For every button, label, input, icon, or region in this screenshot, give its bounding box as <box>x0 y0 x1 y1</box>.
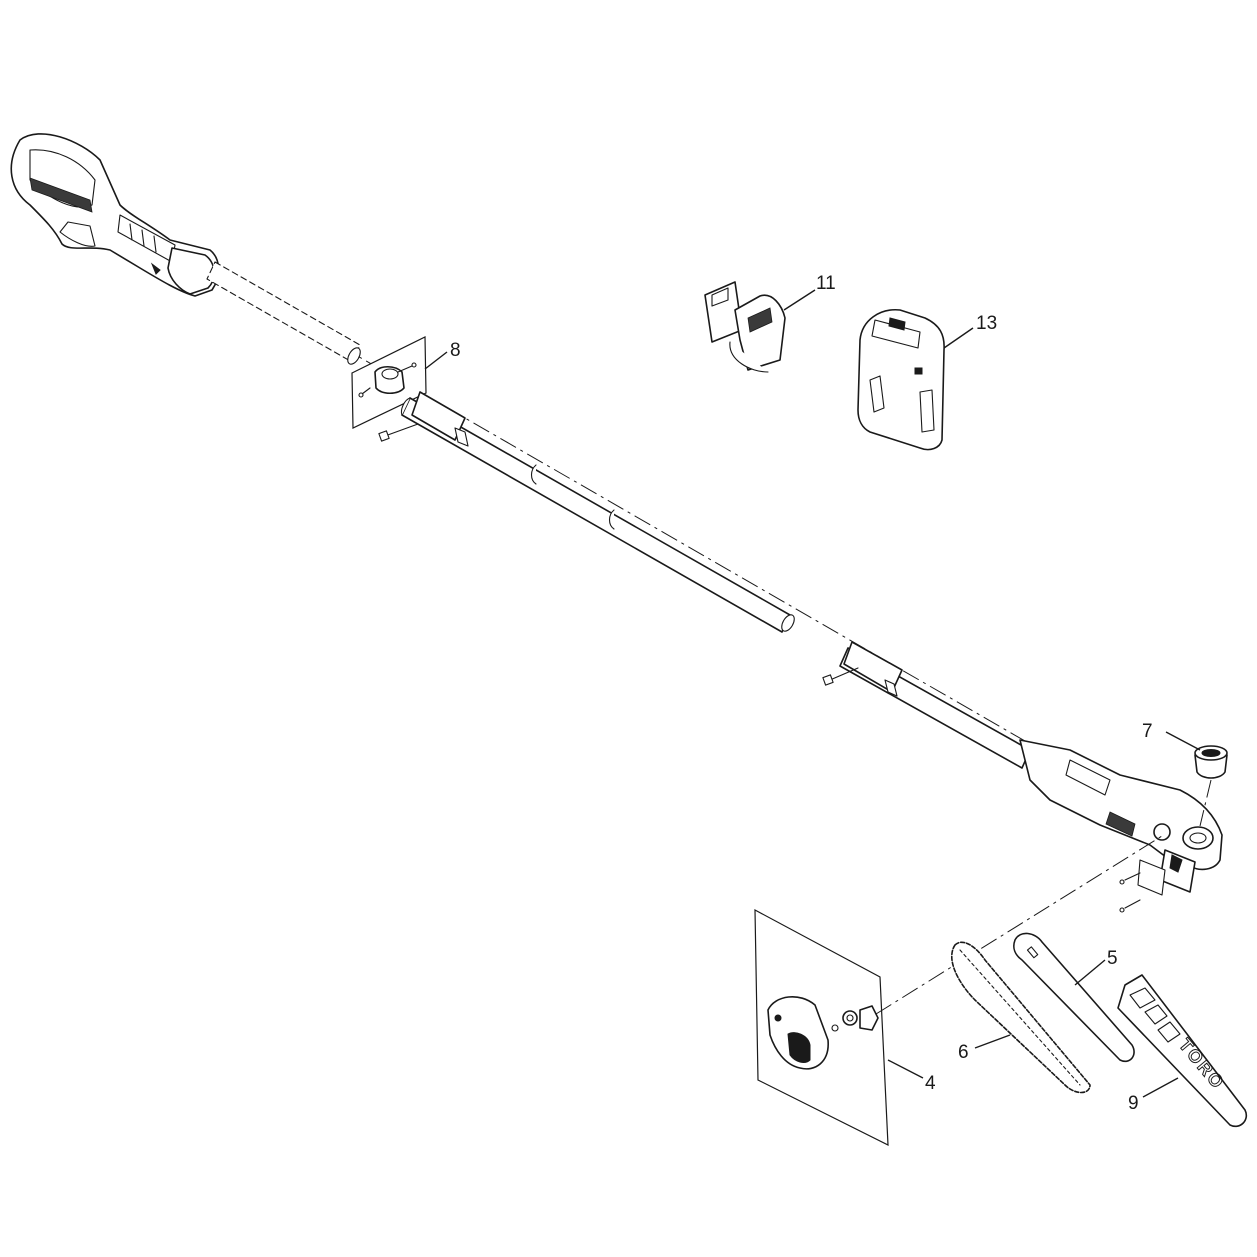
callout-5: 5 <box>1107 948 1118 969</box>
callout-8: 8 <box>450 340 461 361</box>
battery-pack <box>857 309 974 451</box>
callout-4: 4 <box>925 1073 936 1094</box>
lower-pole-tube <box>822 641 1031 769</box>
guide-bar <box>1013 932 1135 1063</box>
middle-pole-tube <box>378 391 795 633</box>
saw-head <box>1019 739 1223 913</box>
power-head <box>10 133 220 297</box>
saw-chain <box>950 941 1091 1094</box>
oil-cap <box>1194 745 1228 827</box>
callout-leaders <box>424 351 1201 1098</box>
battery-charger <box>704 281 816 373</box>
sprocket-cover-panel <box>754 835 1163 1146</box>
coupler-kit-panel <box>351 336 427 429</box>
upper-pole-tube <box>206 261 361 365</box>
callout-11: 11 <box>816 273 836 294</box>
callout-7: 7 <box>1142 721 1153 742</box>
callout-labels: 11 13 8 7 5 6 4 9 <box>450 273 1153 1114</box>
callout-13: 13 <box>976 313 997 334</box>
callout-9: 9 <box>1128 1093 1139 1114</box>
callout-6: 6 <box>958 1042 969 1063</box>
